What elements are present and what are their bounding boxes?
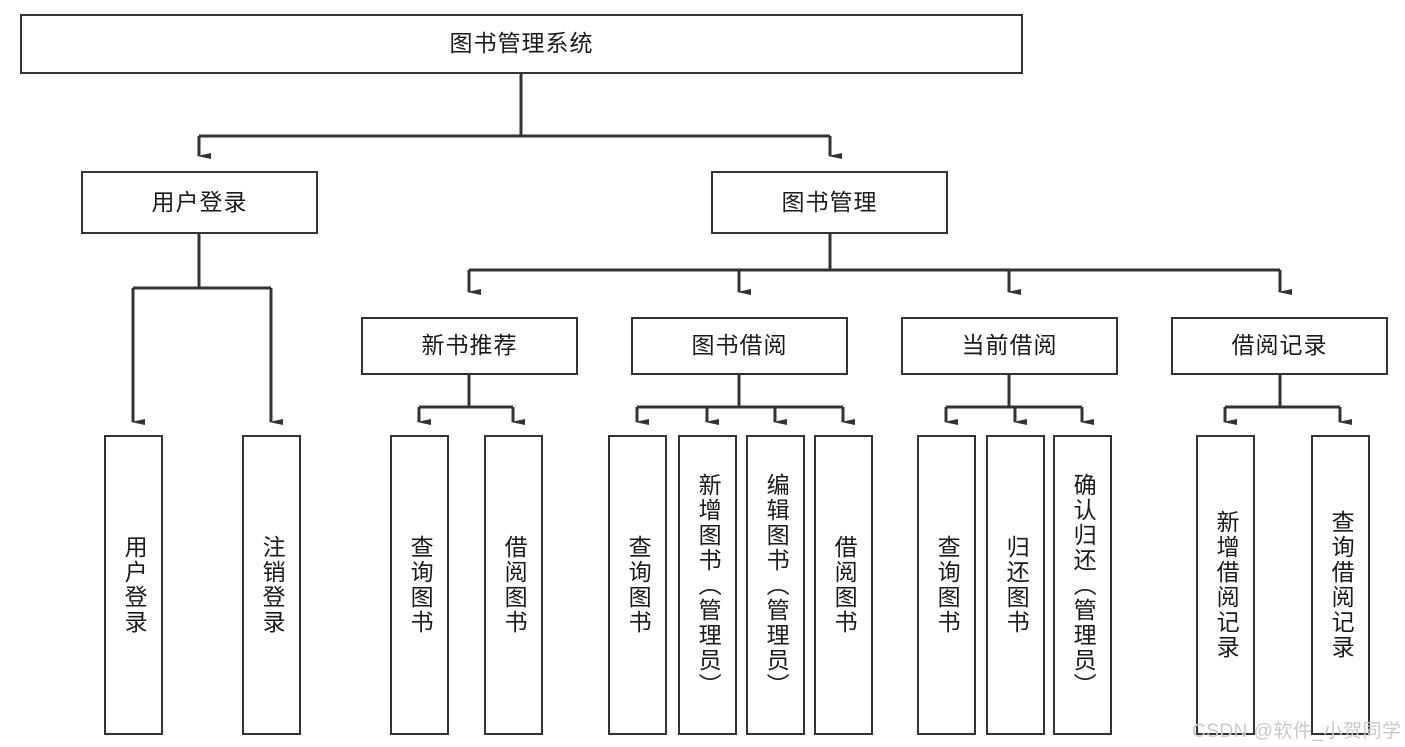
leaf-borrow-borrow-book[interactable]: 借阅图书 [814,435,873,735]
node-label: 借阅图书 [501,535,528,635]
leaf-current-return-book[interactable]: 归还图书 [986,435,1045,735]
node-label: 图书管理系统 [449,30,594,57]
node-label: 确认归还（管理员） [1070,472,1097,698]
node-label: 查询借阅记录 [1328,510,1355,660]
leaf-current-confirm-return-admin[interactable]: 确认归还（管理员） [1053,435,1112,735]
node-label: 归还图书 [1003,535,1030,635]
node-label: 用户登录 [121,535,148,635]
node-book-management[interactable]: 图书管理 [711,171,948,234]
node-book-borrow[interactable]: 图书借阅 [631,317,848,375]
csdn-watermark: CSDN @软件_小贺同学 [1192,721,1402,742]
leaf-user-login-login[interactable]: 用户登录 [104,435,163,735]
leaf-borrow-edit-book-admin[interactable]: 编辑图书（管理员） [746,435,805,735]
node-label: 借阅记录 [1231,332,1328,359]
node-label: 当前借阅 [961,332,1058,359]
leaf-current-query-book[interactable]: 查询图书 [917,435,976,735]
node-user-login[interactable]: 用户登录 [81,171,318,234]
leaf-borrow-query-book[interactable]: 查询图书 [608,435,667,735]
node-new-book-recommend[interactable]: 新书推荐 [361,317,578,375]
leaf-record-query-record[interactable]: 查询借阅记录 [1311,435,1370,735]
leaf-record-add-record[interactable]: 新增借阅记录 [1196,435,1255,735]
node-current-borrow[interactable]: 当前借阅 [901,317,1118,375]
leaf-new-book-borrow[interactable]: 借阅图书 [484,435,543,735]
leaf-user-login-logout[interactable]: 注销登录 [242,435,301,735]
node-root-system[interactable]: 图书管理系统 [20,14,1023,74]
node-borrow-record[interactable]: 借阅记录 [1171,317,1388,375]
node-label: 查询图书 [934,535,961,635]
node-label: 新增借阅记录 [1213,510,1240,660]
node-label: 编辑图书（管理员） [763,472,790,698]
node-label: 新增图书（管理员） [695,472,722,698]
leaf-new-book-query[interactable]: 查询图书 [390,435,449,735]
node-label: 注销登录 [259,535,286,635]
node-label: 图书管理 [781,188,878,215]
node-label: 新书推荐 [421,332,518,359]
node-label: 图书借阅 [691,332,788,359]
node-label: 借阅图书 [831,535,858,635]
leaf-borrow-add-book-admin[interactable]: 新增图书（管理员） [678,435,737,735]
node-label: 查询图书 [625,535,652,635]
node-label: 查询图书 [407,535,434,635]
node-label: 用户登录 [151,188,248,215]
